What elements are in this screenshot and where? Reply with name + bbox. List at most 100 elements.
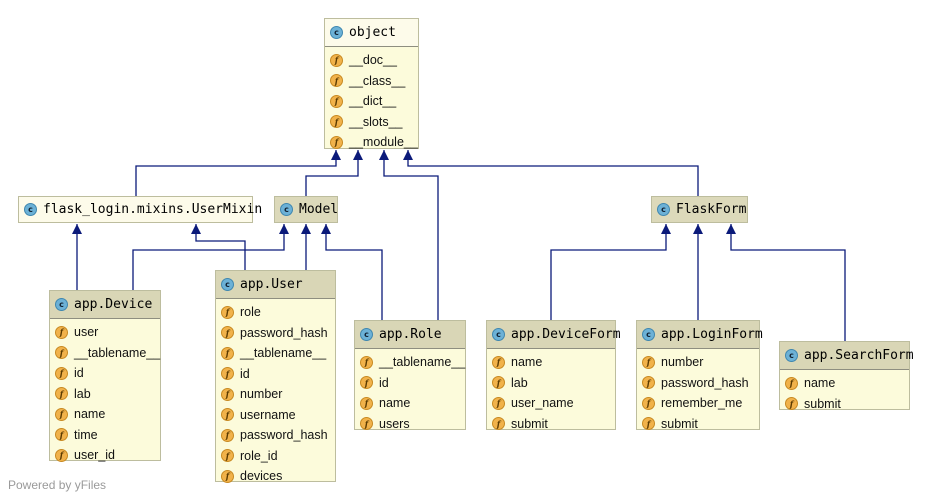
edge-device-to-model [132,224,289,290]
field-row[interactable]: f__tablename__ [355,352,465,373]
field-name: __module__ [349,135,418,150]
field-name: username [240,407,296,422]
field-name: submit [804,396,841,411]
field-row[interactable]: f username [216,405,335,426]
field-icon: f [492,376,505,390]
field-name: role_id [240,448,278,463]
field-name: user_id [74,448,115,463]
field-row[interactable]: f__doc__ [325,50,418,71]
class-icon: c [785,349,798,362]
field-name: password_hash [240,325,328,340]
class-icon: c [492,328,505,341]
field-row[interactable]: f__tablename__ [50,343,160,364]
field-name: __dict__ [349,94,397,109]
field-name: password_hash [240,428,328,443]
field-row[interactable]: f__module__ [325,132,418,153]
field-row[interactable]: f __slots__ [325,112,418,133]
field-icon: f [221,449,234,463]
field-row[interactable]: f__tablename__ [216,343,335,364]
field-icon: f [330,115,343,129]
field-name: submit [511,416,548,431]
field-list: f__doc__f__class__f__dict__f __slots__ f__… [325,47,418,153]
field-icon: f [55,407,68,421]
field-name: id [74,366,84,381]
field-row[interactable]: f role_id [216,446,335,467]
class-icon: c [642,328,655,341]
field-name: remember_me [661,396,743,411]
edge-deviceform-to-flaskform [550,224,671,320]
field-row[interactable]: f__dict__ [325,91,418,112]
field-icon: f [221,408,234,422]
field-icon: f [642,355,655,369]
class-title: flask_login.mixins.UserMixin [43,202,263,217]
field-name: id [379,375,389,390]
field-name: users [379,416,410,431]
field-name: number [661,355,704,370]
field-name: lab [74,386,91,401]
class-icon: c [330,26,343,39]
edge-searchform-to-flaskform [726,224,846,341]
field-icon: f [785,397,798,411]
field-name: submit [661,416,698,431]
field-icon: f [642,417,655,431]
class-title: app.Role [379,327,442,342]
field-name: __slots__ [349,114,403,129]
field-icon: f [221,469,234,483]
field-icon: f [492,396,505,410]
field-row[interactable]: f__class__ [325,71,418,92]
field-row[interactable]: f devices [216,466,335,487]
field-name: devices [240,469,283,484]
edge-role-to-model [321,224,383,320]
field-name: number [240,387,283,402]
field-name: user [74,325,99,340]
field-icon: f [221,387,234,401]
field-name: __tablename__ [379,355,466,370]
